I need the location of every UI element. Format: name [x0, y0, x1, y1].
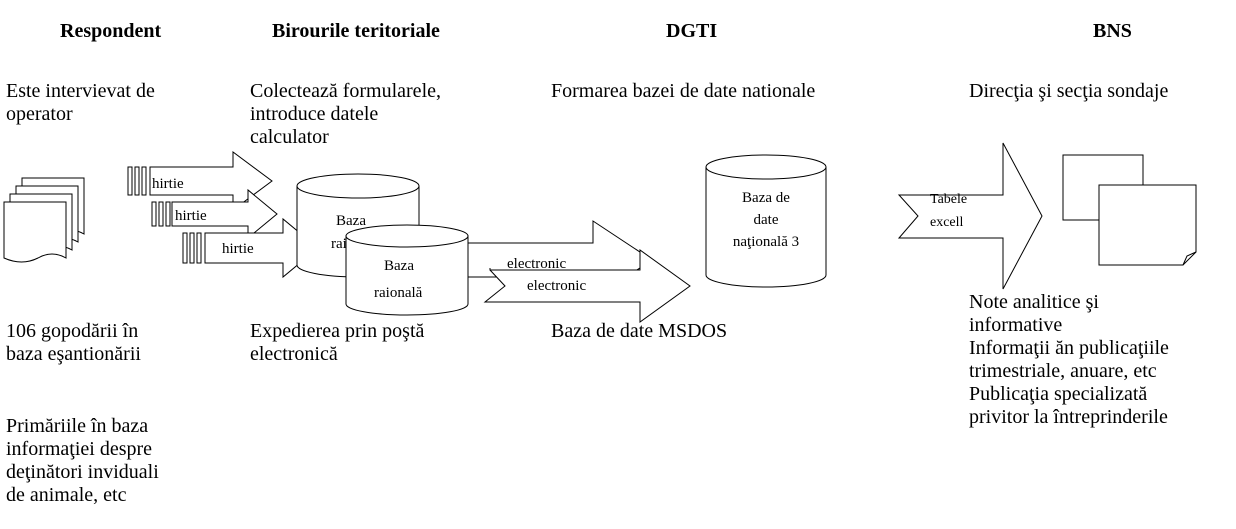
report-document-front: [1098, 184, 1197, 266]
respondent-sample-note: 106 gopodării în baza eşantionării: [6, 320, 141, 365]
dgti-description: Formarea bazei de date nationale: [551, 80, 816, 102]
national-db-label-1: Baza de: [742, 190, 790, 206]
paper-arrow-1-label: hirtie: [152, 176, 184, 192]
documents-icon: [3, 177, 85, 263]
paper-arrow-2-label: hirtie: [175, 208, 207, 224]
electronic-arrow-1-label: electronic: [507, 256, 566, 272]
national-db-label-2: date: [754, 212, 779, 228]
paper-arrow-2: [151, 188, 278, 240]
electronic-arrow-2-label: electronic: [527, 278, 586, 294]
heading-dgti: DGTI: [666, 20, 718, 42]
national-database: [705, 154, 827, 288]
paper-arrow-1: [127, 151, 273, 211]
regional-db-front-label-1: Baza: [384, 258, 414, 274]
heading-birourile-teritoriale: Birourile teritoriale: [272, 20, 440, 42]
regional-db-back-label: Baza: [336, 213, 366, 229]
paper-arrow-3: [182, 217, 319, 279]
bns-description: Direcţia şi secţia sondaje: [969, 80, 1169, 102]
heading-respondent: Respondent: [60, 20, 162, 42]
respondent-description: Este intervievat de operator: [6, 80, 155, 125]
regional-db-back-partial-label: rai: [331, 236, 347, 252]
regional-database-front: [345, 224, 469, 316]
birouri-expediere-note: Expedierea prin poştă electronică: [250, 320, 425, 365]
tabele-label-1: Tabele: [930, 192, 967, 207]
heading-bns: BNS: [1093, 20, 1132, 42]
birouri-description: Colectează formularele, introduce datele…: [250, 80, 441, 148]
tabele-chevron-arrow: [897, 142, 1043, 290]
regional-db-front-label-2: raională: [374, 285, 423, 301]
tabele-label-2: excell: [930, 215, 964, 230]
dgti-msdos-note: Baza de date MSDOS: [551, 320, 728, 342]
national-db-label-3: naţională 3: [733, 234, 799, 250]
respondent-primarii-note: Primăriile în baza informaţiei despre de…: [6, 415, 159, 506]
bns-outputs-note: Note analitice şi informative Informaţii…: [969, 291, 1169, 428]
electronic-arrow-2: [483, 249, 691, 323]
paper-arrow-3-label: hirtie: [222, 241, 254, 257]
